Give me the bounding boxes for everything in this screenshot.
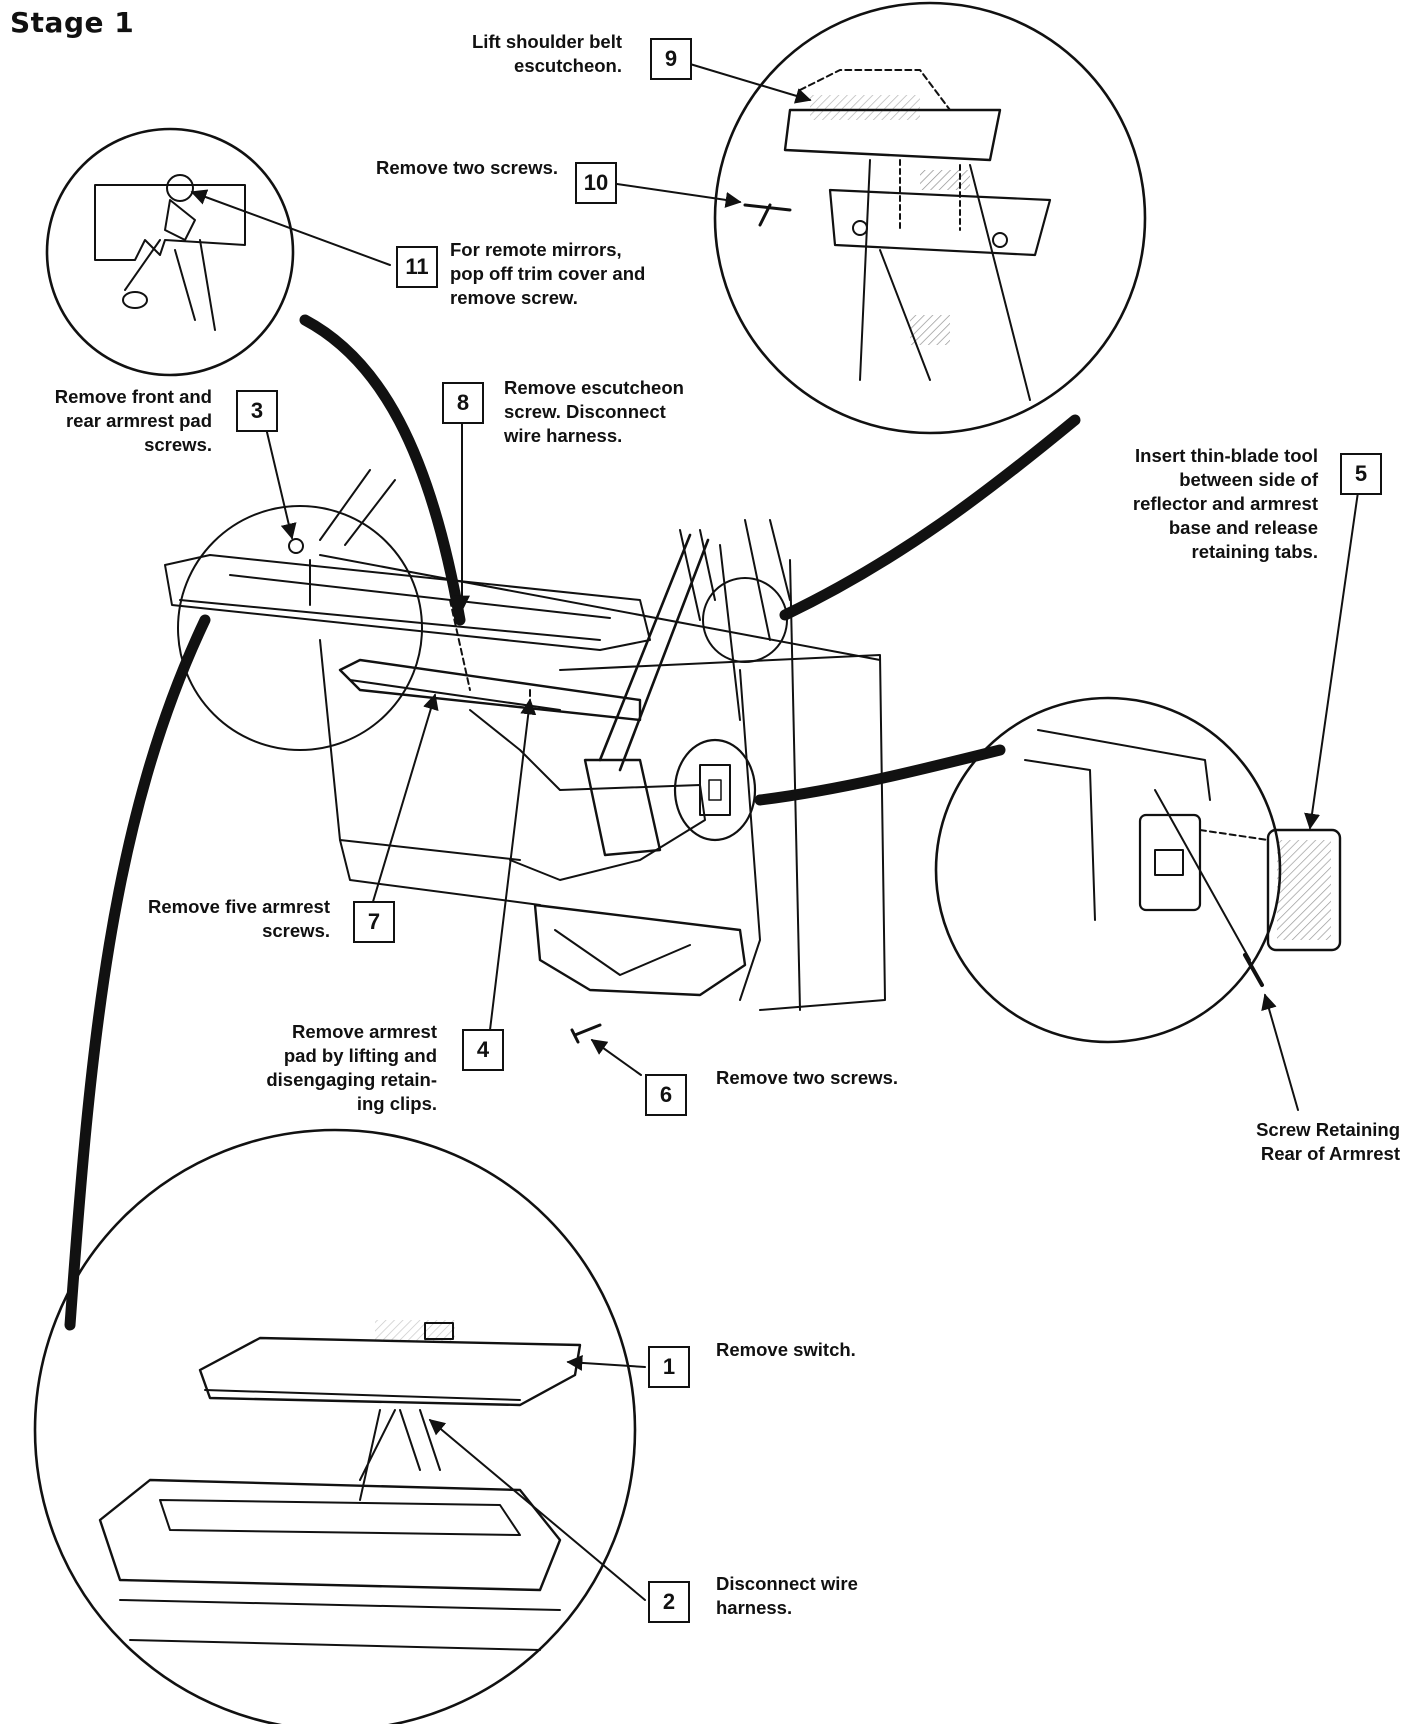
step-6-number: 6 — [645, 1074, 687, 1116]
door-panel — [164, 469, 886, 1044]
step-5-number: 5 — [1340, 453, 1382, 495]
reflector-detail — [934, 696, 1342, 1044]
switch-detail — [33, 1128, 637, 1724]
step-7-caption: Remove five armrest screws. — [147, 896, 330, 941]
connector-arc-left — [64, 614, 211, 1331]
step-7-number: 7 — [353, 901, 395, 943]
step-6-caption: Remove two screws. — [716, 1067, 898, 1088]
step-11-number: 11 — [396, 246, 438, 288]
step-9-caption: Lift shoulder belt escutcheon. — [471, 31, 622, 76]
step-10-caption: Remove two screws. — [376, 157, 558, 178]
step-5-caption: Insert thin-blade tool between side of r… — [1132, 445, 1318, 562]
leader-lines — [190, 63, 1359, 1601]
step-2-caption: Disconnect wire harness. — [716, 1573, 858, 1618]
step-8-caption: Remove escutcheon screw. Disconnect wire… — [504, 377, 684, 446]
screw-retaining-label: Screw Retaining Rear of Armrest — [1256, 1119, 1400, 1164]
connector-arc-reflector — [754, 744, 1006, 806]
page-title: Stage 1 — [10, 6, 135, 39]
step-3-caption: Remove front and rear armrest pad screws… — [54, 386, 212, 455]
connector-arc-top — [299, 314, 466, 626]
connector-arc-right — [779, 414, 1081, 621]
step-4-caption: Remove armrest pad by lifting and diseng… — [266, 1021, 437, 1114]
step-3-number: 3 — [236, 390, 278, 432]
step-1-caption: Remove switch. — [716, 1339, 856, 1360]
step-10-number: 10 — [575, 162, 617, 204]
step-1-number: 1 — [648, 1346, 690, 1388]
step-4-number: 4 — [462, 1029, 504, 1071]
step-11-caption: For remote mirrors, pop off trim cover a… — [450, 239, 646, 308]
remote-mirror-detail — [45, 127, 295, 377]
step-9-number: 9 — [650, 38, 692, 80]
shoulder-belt-detail — [713, 1, 1147, 435]
step-2-number: 2 — [648, 1581, 690, 1623]
step-8-number: 8 — [442, 382, 484, 424]
